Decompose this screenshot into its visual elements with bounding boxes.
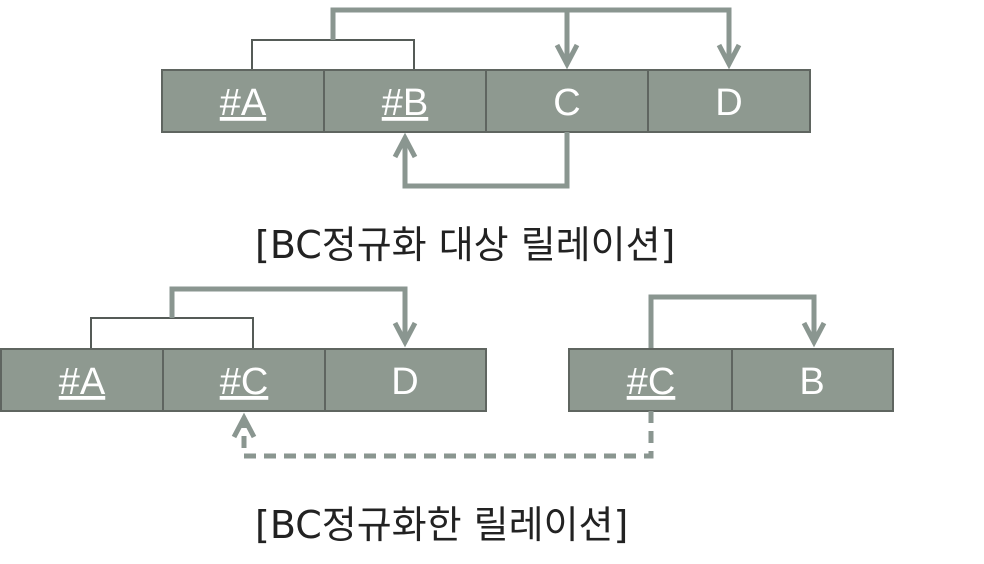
bottom-right-relation: #C B	[568, 294, 894, 412]
foreign-key-reference-dashed	[241, 411, 654, 459]
top-relation: #A #B C D	[161, 7, 811, 189]
top-cell-c	[485, 69, 649, 133]
bl-cell-c-label: #C	[220, 361, 269, 403]
top-cell-b-label: #B	[382, 82, 428, 124]
br-cell-b-label: B	[799, 361, 824, 403]
top-cell-a	[161, 69, 325, 133]
arrowhead-foreign-key	[231, 412, 257, 439]
top-cell-d	[647, 69, 811, 133]
arrowhead-to-c	[554, 43, 580, 70]
bl-dependency-ac-to-d	[169, 286, 408, 338]
bl-key-bracket	[90, 317, 254, 349]
top-dependency-c-to-b	[402, 132, 570, 189]
top-key-bracket	[251, 39, 415, 70]
br-dependency-c-to-b	[648, 294, 817, 349]
bl-cell-a	[0, 348, 164, 412]
caption-top: [BC정규화 대상 릴레이션]	[255, 223, 676, 267]
arrowhead-to-d	[716, 43, 742, 70]
br-cell-c-label: #C	[627, 361, 676, 403]
bl-cell-a-label: #A	[59, 361, 106, 403]
top-dependency-ab-to-cd	[330, 7, 732, 60]
br-cell-b	[731, 348, 894, 412]
bl-cell-d-label: D	[391, 361, 418, 403]
arrowhead-to-b	[392, 132, 418, 159]
top-cell-b	[323, 69, 487, 133]
br-cell-c	[568, 348, 733, 412]
bl-cell-d	[324, 348, 487, 412]
bottom-left-relation: #A #C D	[0, 286, 487, 412]
top-cell-c-label: C	[553, 82, 580, 124]
arrowhead-to-bl-d	[392, 321, 418, 348]
top-cell-a-label: #A	[220, 82, 267, 124]
arrowhead-to-br-b	[801, 321, 827, 348]
top-cell-d-label: D	[715, 82, 742, 124]
caption-bottom: [BC정규화한 릴레이션]	[255, 503, 629, 547]
